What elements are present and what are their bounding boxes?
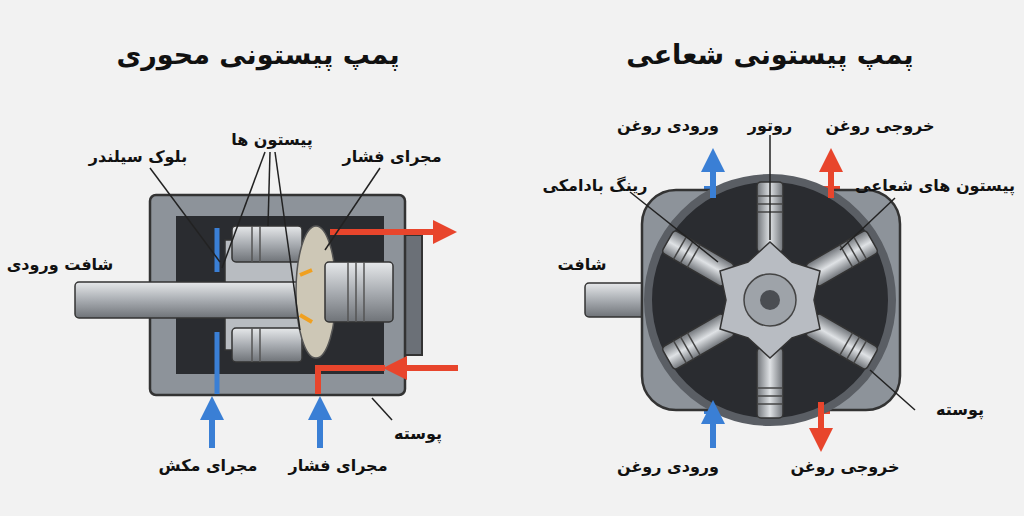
part-label: روتور xyxy=(748,116,792,135)
part-label: بلوک سیلندر xyxy=(89,147,187,166)
part-label: خروجی روغن xyxy=(790,457,899,476)
pump-heading: پمپ پیستونی شعاعی xyxy=(626,39,913,71)
leader-lines xyxy=(150,135,915,420)
part-label: مجرای مکش xyxy=(159,456,258,475)
part-label: شافت xyxy=(557,255,606,274)
part-label: مجرای فشار xyxy=(342,147,441,166)
part-label: پیستون های شعاعی xyxy=(855,176,1015,195)
part-label: رینگ بادامکی xyxy=(543,176,648,195)
radial-pump xyxy=(585,160,900,448)
part-label: مجرای فشار xyxy=(288,456,387,475)
part-label: پوسته xyxy=(936,400,984,419)
part-label: ورودی روغن xyxy=(617,457,719,476)
part-label: خروجی روغن xyxy=(825,116,934,135)
pump-heading: پمپ پیستونی محوری xyxy=(116,39,399,71)
part-label: ورودی روغن xyxy=(617,116,719,135)
part-label: پیستون ها xyxy=(231,130,313,149)
axial-pump xyxy=(75,195,458,448)
part-label: شافت ورودی xyxy=(7,255,114,274)
part-label: پوسته xyxy=(394,424,442,443)
